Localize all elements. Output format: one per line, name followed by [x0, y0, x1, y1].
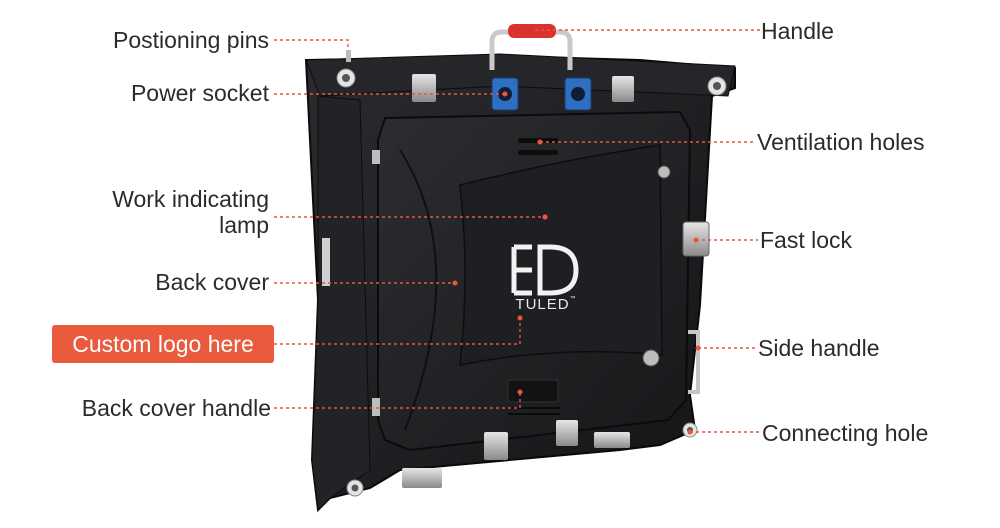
cover-inner-panel	[459, 144, 663, 366]
label-ventilation-holes: Ventilation holes	[757, 129, 925, 155]
bottom-foot-right	[594, 432, 630, 448]
cover-knob-bottom	[642, 349, 660, 367]
label-power-socket: Power socket	[130, 80, 269, 106]
line-positioning-pins	[274, 39, 349, 50]
callout-lines	[274, 29, 760, 433]
positioning-pin-left-hole	[342, 74, 350, 82]
top-bracket-right	[612, 76, 634, 102]
side-handle	[688, 330, 700, 394]
label-handle: Handle	[761, 18, 834, 44]
cover-curve-left	[399, 149, 438, 431]
ventilation-slot-bottom	[518, 150, 558, 155]
back-cover-handle	[507, 379, 559, 403]
label-fast-lock: Fast lock	[760, 227, 853, 253]
bottom-latch-2	[556, 420, 578, 446]
brand-logo	[511, 244, 579, 296]
brand-trademark: ™	[569, 296, 577, 302]
brand-wordmark: TULED™	[511, 296, 581, 313]
label-positioning-pins: Postioning pins	[113, 27, 269, 53]
left-clip-3	[372, 398, 380, 416]
label-work-lamp-line1: Work indicating	[112, 186, 269, 212]
brand-name: TULED	[515, 296, 570, 313]
positioning-pin-right-hole	[713, 82, 721, 90]
line-back-cover-handle	[274, 392, 521, 409]
pin-stud	[346, 50, 351, 62]
line-custom-logo	[274, 318, 521, 345]
callout-dots	[452, 91, 701, 435]
power-socket-right-core	[571, 87, 585, 101]
label-work-lamp-line2: lamp	[219, 212, 269, 238]
connecting-hole-left-core	[351, 484, 359, 492]
top-bracket-left	[412, 74, 436, 102]
label-back-cover-handle: Back cover handle	[81, 395, 271, 421]
label-back-cover: Back cover	[155, 269, 269, 295]
bottom-latch-1	[484, 432, 508, 460]
left-frame	[311, 95, 371, 512]
cover-knob-top	[657, 165, 671, 179]
left-clip-2	[322, 238, 330, 286]
top-handle-grip	[508, 24, 556, 38]
label-connecting-hole: Connecting hole	[762, 420, 929, 446]
custom-logo-badge: Custom logo here	[52, 325, 274, 363]
bottom-foot-left	[402, 468, 442, 488]
label-side-handle: Side handle	[758, 335, 880, 361]
left-clip-1	[372, 150, 380, 164]
